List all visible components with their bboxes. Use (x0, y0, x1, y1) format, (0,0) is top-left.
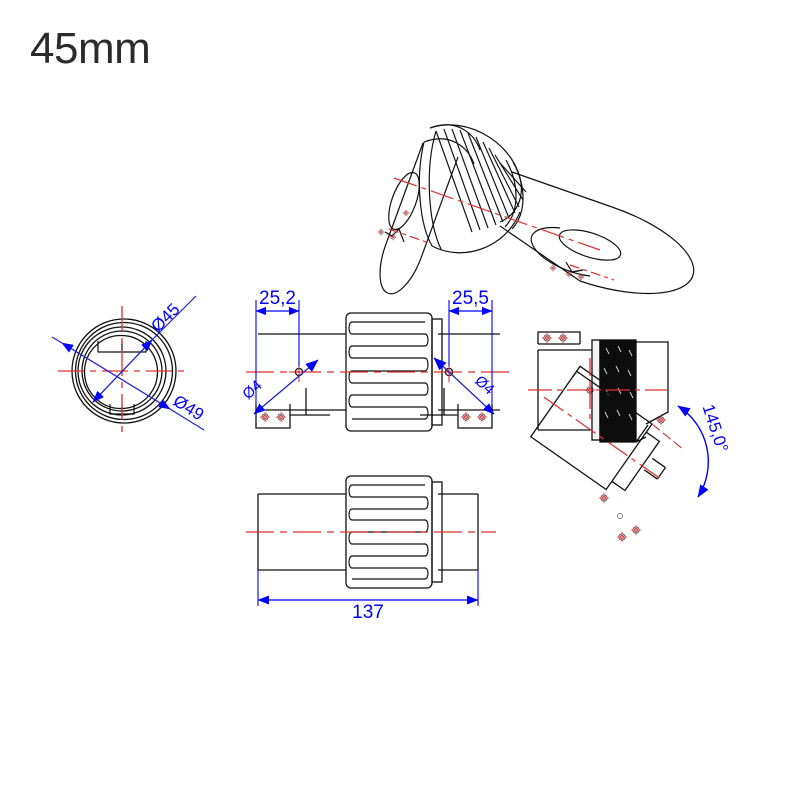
front-view-centerlines (246, 371, 512, 373)
dimension-overall-length: 137 (257, 570, 479, 623)
side-view: 137 (246, 475, 496, 623)
dimension-label-right-offset: 25,5 (452, 288, 489, 309)
articulated-centerlines (528, 358, 668, 482)
end-view: Ø45 Ø49 (51, 295, 207, 438)
dimension-label-left-offset: 25,2 (259, 288, 296, 309)
dimension-label-left-hole: Ø4 (239, 377, 265, 403)
articulated-view: 145,0° (528, 331, 732, 543)
articulated-fasteners (541, 332, 667, 543)
isometric-centerlines (388, 177, 615, 281)
articulated-geometry (529, 331, 669, 492)
dimension-dia49: Ø49 (51, 336, 207, 431)
dimension-dia45: Ø45 (92, 295, 197, 403)
dimension-label-overall-length: 137 (352, 602, 384, 623)
dimension-label-dia49: Ø49 (170, 391, 207, 424)
dimension-bend-angle: 145,0° (651, 402, 732, 498)
page-title: 45mm (30, 24, 151, 73)
front-view-geometry (255, 312, 500, 432)
front-view: 25,2 25,5 Ø4 Ø4 (239, 288, 512, 432)
dimension-label-right-hole: Ø4 (471, 372, 497, 398)
isometric-geometry (379, 124, 695, 295)
dimension-label-bend-angle: 145,0° (699, 402, 732, 455)
isometric-view (377, 124, 695, 295)
isometric-fasteners (377, 209, 585, 281)
front-view-fasteners (259, 411, 488, 423)
dimension-label-dia45: Ø45 (147, 300, 183, 336)
